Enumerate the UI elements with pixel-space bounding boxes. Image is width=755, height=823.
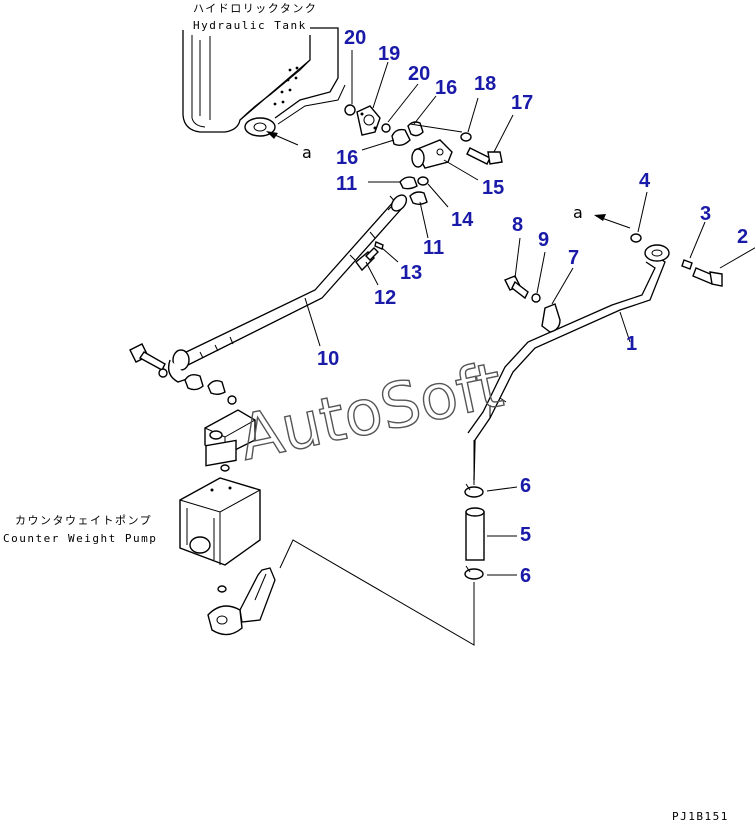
- view-marker-top: [266, 131, 299, 146]
- split-flange-left-b: [207, 379, 226, 395]
- washer-9: [531, 293, 541, 303]
- callout-6b: 6: [520, 565, 531, 587]
- hose-5: [465, 507, 485, 561]
- hose-clamp-6b: [464, 565, 484, 580]
- counter-weight-pump: [179, 439, 261, 566]
- callout-10: 10: [317, 348, 339, 370]
- hose-5-with-clamps: [464, 483, 518, 580]
- bolt-17: [466, 147, 503, 165]
- callout-11a: 11: [336, 173, 357, 195]
- washer-13: [374, 241, 384, 250]
- clamp-7: [541, 303, 561, 333]
- o-ring-pump-top: [220, 464, 230, 472]
- pump-inlet-fittings: [129, 343, 256, 472]
- o-ring-14: [417, 176, 429, 186]
- hydraulic-tank: [182, 27, 346, 137]
- bolt-2: [692, 267, 723, 287]
- callouts: 20 19 20 16 18 17 16 15 11 14 11 13 12 1…: [317, 27, 748, 587]
- pump-label-jp: カウンタウェイトポンプ: [15, 514, 152, 527]
- bolt-left: [129, 343, 166, 371]
- callout-15: 15: [482, 177, 504, 199]
- washer-3: [681, 259, 693, 270]
- callout-9: 9: [538, 229, 549, 251]
- split-flange-left-a: [184, 373, 204, 391]
- suction-elbow: [207, 567, 276, 636]
- hose-fittings-11-14: [304, 176, 449, 347]
- o-ring-20a: [344, 104, 356, 116]
- callout-4: 4: [639, 170, 651, 192]
- view-marker-top-label: a: [302, 143, 312, 162]
- callout-2: 2: [737, 226, 748, 248]
- hose-assembly-10: [167, 194, 408, 383]
- o-ring-left: [227, 395, 237, 405]
- split-flange-11a: [399, 176, 418, 190]
- callout-20b: 20: [408, 63, 430, 85]
- bolt-12: [355, 247, 379, 272]
- washer-18: [460, 132, 472, 142]
- callout-14: 14: [451, 209, 474, 231]
- callout-5: 5: [520, 524, 531, 546]
- flange-fasteners-right: [630, 191, 755, 287]
- callout-13: 13: [400, 262, 422, 284]
- elbow-fitting-15: [411, 139, 453, 169]
- tank-label-jp: ハイドロリックタンク: [193, 2, 317, 15]
- pump-label-en: Counter Weight Pump: [3, 532, 157, 545]
- o-ring-20b: [381, 123, 391, 133]
- callout-17: 17: [511, 92, 533, 114]
- fitting-group-top: [344, 50, 514, 181]
- callout-8: 8: [512, 214, 523, 236]
- tank-bolt-pattern: [273, 66, 299, 106]
- flange-tube-top: [644, 244, 670, 262]
- callout-20a: 20: [344, 27, 366, 49]
- callout-11b: 11: [423, 237, 444, 259]
- bolt-8: [504, 275, 529, 300]
- hose-clamp-6a: [464, 483, 484, 498]
- clamp-assembly-7-9: [504, 237, 631, 343]
- callout-16a: 16: [435, 77, 457, 99]
- callout-7: 7: [568, 247, 579, 269]
- view-marker-right: [594, 214, 631, 229]
- callout-19: 19: [378, 43, 400, 65]
- callout-16b: 16: [336, 147, 358, 169]
- figure-code: PJ1B151: [672, 810, 729, 823]
- suction-tube-1: [279, 244, 670, 646]
- callout-6a: 6: [520, 475, 531, 497]
- o-ring-pump-bottom: [217, 585, 227, 593]
- callout-1: 1: [626, 333, 637, 355]
- callout-3: 3: [700, 203, 711, 225]
- o-ring-4: [630, 233, 642, 243]
- split-flange-16: [391, 121, 424, 147]
- split-flange-11b: [409, 191, 428, 205]
- watermark: AutoSoft: [233, 348, 509, 475]
- tank-label-en: Hydraulic Tank: [193, 19, 307, 32]
- view-marker-right-label: a: [573, 203, 583, 222]
- callout-12: 12: [374, 287, 396, 309]
- flange-19: [356, 105, 381, 136]
- washer-left: [158, 368, 168, 378]
- callout-18: 18: [474, 73, 496, 95]
